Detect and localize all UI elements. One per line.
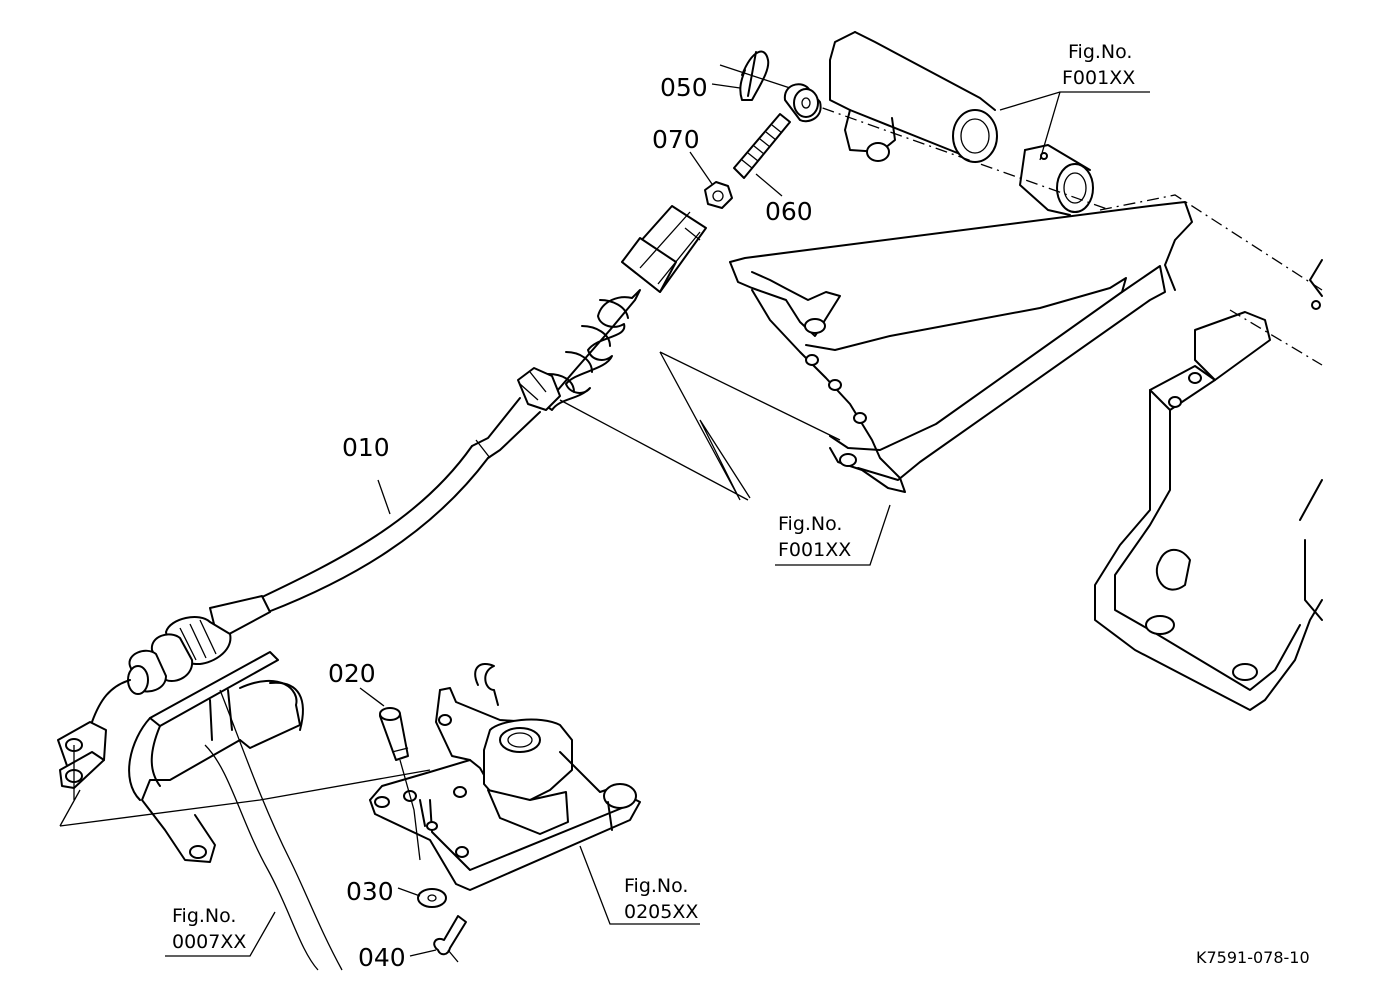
fig-ref-bottom-left-number: 0007XX: [172, 931, 246, 953]
control-cable-010: [57, 289, 641, 800]
leader-lines: [59, 83, 1150, 957]
washer-030: [417, 888, 447, 908]
cotter-pin-040: [433, 915, 467, 963]
fig-ref-middle-right-number: F001XX: [778, 539, 851, 561]
pivot-shaft-bosses: [799, 31, 1111, 216]
fig-ref-bottom-left-title: Fig.No.: [172, 905, 236, 927]
label-030: 030: [346, 877, 394, 906]
lower-center-bracket: [369, 663, 641, 891]
drawing-code: K7591-078-10: [1196, 948, 1310, 967]
fig-ref-bottom-center-number: 0205XX: [624, 901, 698, 923]
label-050: 050: [660, 73, 708, 102]
clevis-yoke: [621, 205, 707, 293]
fig-ref-bottom-center-title: Fig.No.: [624, 875, 688, 897]
fig-ref-middle-right-title: Fig.No.: [778, 513, 842, 535]
fig-ref-top-right-number: F001XX: [1062, 67, 1135, 89]
pedal-frame-assembly: [729, 194, 1323, 711]
lower-left-bracket: [128, 651, 343, 971]
label-060: 060: [765, 197, 813, 226]
hex-nut-070: [704, 181, 733, 209]
clevis-pin-020: [379, 707, 421, 861]
label-040: 040: [358, 943, 406, 972]
fig-ref-top-right-title: Fig.No.: [1068, 41, 1132, 63]
collar-050: [783, 83, 822, 123]
label-020: 020: [328, 659, 376, 688]
spring-pin-050: [719, 50, 791, 101]
label-070: 070: [652, 125, 700, 154]
label-010: 010: [342, 433, 390, 462]
threaded-rod-060: [733, 113, 791, 179]
